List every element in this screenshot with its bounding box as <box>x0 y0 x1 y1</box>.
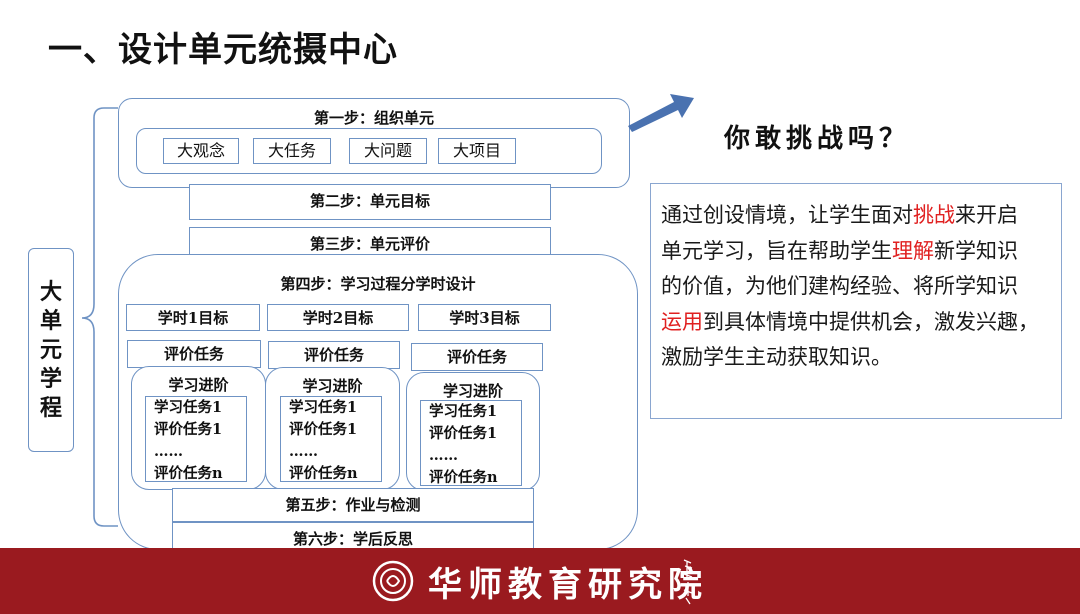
list-item: 学习任务1 <box>154 399 223 416</box>
description-line-2: 单元学习，旨在帮助学生理解新学知识 <box>661 238 1018 263</box>
step5-box: 第五步：作业与检测 <box>172 488 534 522</box>
lesson2-task-list: 学习任务1 评价任务1 …… 评价任务n <box>280 396 382 482</box>
description-line-4: 运用到具体情境中提供机会，激发兴趣， <box>661 309 1039 334</box>
list-item: 评价任务1 <box>289 421 358 438</box>
lesson3-task-list: 学习任务1 评价任务1 …… 评价任务n <box>420 400 522 486</box>
lesson3-progress-label: 学习进阶 <box>442 382 503 400</box>
step1-label: 第一步：组织单元 <box>313 109 434 127</box>
chip-big-idea: 大观念 <box>163 138 239 164</box>
description-line-3: 的价值，为他们建构经验、将所学知识 <box>661 274 1018 298</box>
step1-chip-group <box>136 128 602 174</box>
lesson2-progress-label: 学习进阶 <box>302 377 363 395</box>
lesson1-eval: 评价任务 <box>127 340 261 368</box>
list-item: 学习任务1 <box>289 399 358 416</box>
chip-big-project: 大项目 <box>438 138 516 164</box>
list-item: 评价任务n <box>154 465 223 482</box>
lesson1-progress-label: 学习进阶 <box>168 376 229 394</box>
list-item: …… <box>429 447 458 464</box>
step4-label: 第四步：学习过程分学时设计 <box>280 275 476 293</box>
chip-big-task: 大任务 <box>253 138 331 164</box>
list-item: …… <box>154 443 183 460</box>
list-item: 评价任务1 <box>154 421 223 438</box>
calligraphy-signature-icon <box>683 559 693 605</box>
step2-box: 第二步：单元目标 <box>189 184 551 220</box>
step5-label: 第五步：作业与检测 <box>285 496 421 514</box>
arrow-icon <box>628 94 694 132</box>
step2-label: 第二步：单元目标 <box>309 192 430 210</box>
lesson2-eval: 评价任务 <box>268 341 400 369</box>
list-item: 评价任务1 <box>429 425 498 442</box>
institute-seal-icon <box>372 560 414 602</box>
footer-banner: 华师教育研究院 <box>0 548 1080 614</box>
description-line-5: 激励学生主动获取知识。 <box>661 345 892 369</box>
page-title: 一、设计单元统摄中心 <box>48 30 398 70</box>
list-item: …… <box>289 443 318 460</box>
challenge-heading: 你敢挑战吗？ <box>724 124 911 154</box>
description-line-1: 通过创设情境，让学生面对挑战来开启 <box>661 203 1018 227</box>
step3-box: 第三步：单元评价 <box>189 227 551 259</box>
list-item: 学习任务1 <box>429 403 498 420</box>
lesson3-eval: 评价任务 <box>411 343 543 371</box>
step6-label: 第六步：学后反思 <box>292 530 413 548</box>
lesson1-task-list: 学习任务1 评价任务1 …… 评价任务n <box>145 396 247 482</box>
lesson2-goal: 学时2目标 <box>267 304 409 331</box>
chip-big-question: 大问题 <box>349 138 427 164</box>
left-brace-icon <box>81 107 118 527</box>
list-item: 评价任务n <box>429 469 498 486</box>
description-box: 通过创设情境，让学生面对挑战来开启 单元学习，旨在帮助学生理解新学知识 的价值，… <box>650 183 1062 419</box>
list-item: 评价任务n <box>289 465 358 482</box>
lesson1-goal: 学时1目标 <box>126 304 260 331</box>
big-unit-course-label: 大 单 元 学 程 <box>28 248 74 452</box>
footer-institute-name: 华师教育研究院 <box>428 564 708 605</box>
step3-label: 第三步：单元评价 <box>309 235 430 253</box>
lesson3-goal: 学时3目标 <box>418 304 551 331</box>
